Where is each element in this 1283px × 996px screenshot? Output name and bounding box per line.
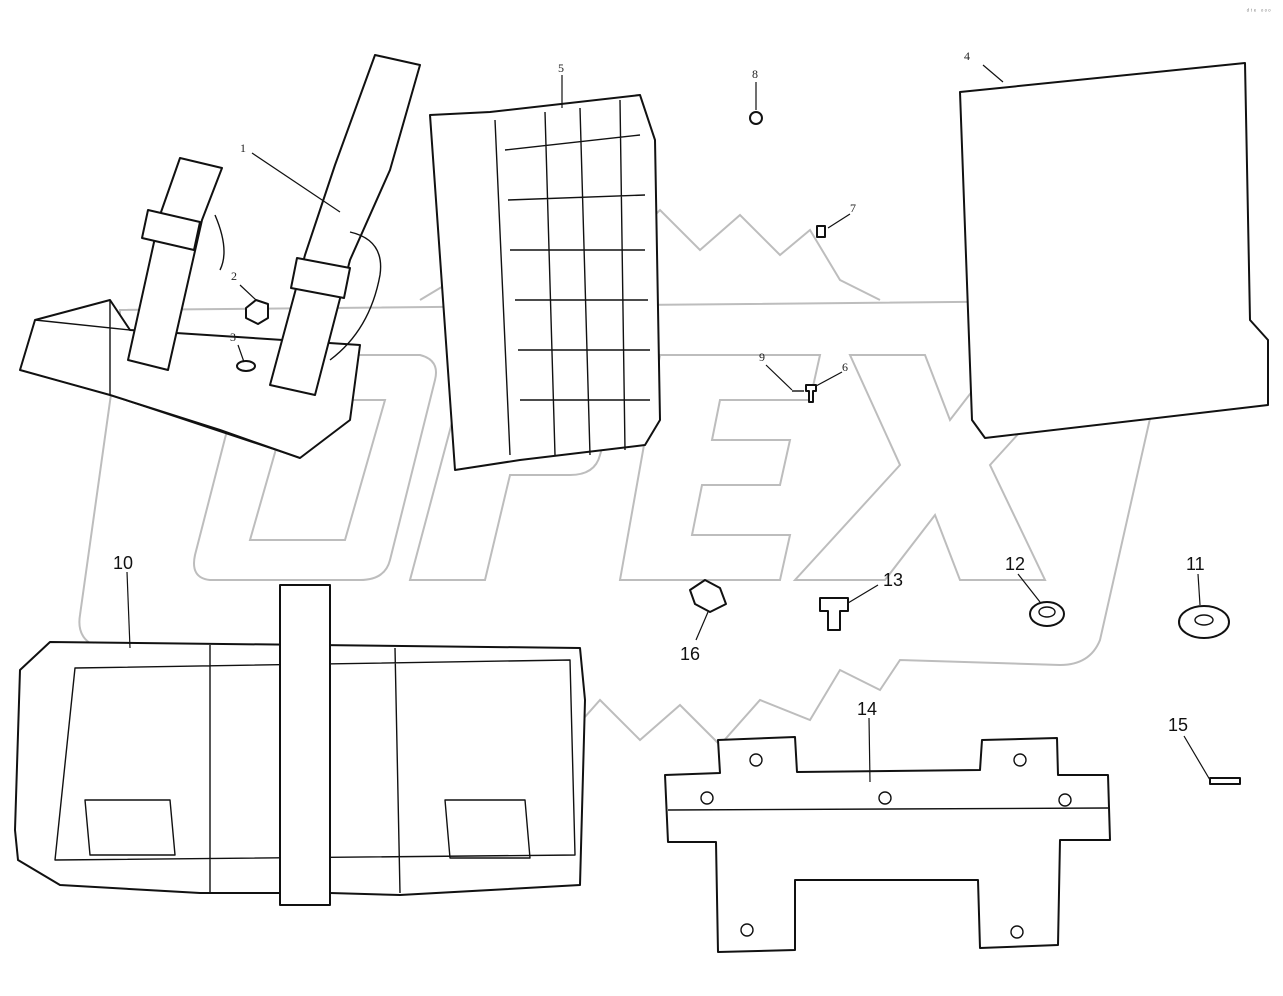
bracket-hole-6 bbox=[740, 923, 754, 937]
callout-10: 10 bbox=[113, 553, 133, 573]
leader-1 bbox=[251, 152, 341, 213]
callout-14: 14 bbox=[857, 699, 877, 719]
callouts: 1 2 3 4 5 6 7 8 9 10 11 12 13 14 15 16 bbox=[113, 49, 1205, 735]
watermark-letter-x bbox=[792, 354, 1093, 581]
grille-panel bbox=[429, 94, 661, 471]
flat-washer-part bbox=[1178, 605, 1230, 639]
callout-2: 2 bbox=[231, 269, 237, 283]
callout-8: 8 bbox=[752, 67, 758, 81]
leader-13 bbox=[847, 584, 879, 604]
bolt-part bbox=[819, 597, 849, 631]
tank-cover-inner bbox=[54, 645, 576, 894]
leader-lines bbox=[126, 64, 1211, 783]
bracket-hole-2 bbox=[1013, 753, 1027, 767]
callout-16: 16 bbox=[680, 644, 700, 664]
tank-cover bbox=[14, 584, 586, 906]
rod-part bbox=[1209, 777, 1241, 785]
small-bolt-shape bbox=[805, 384, 817, 403]
right-buckle bbox=[290, 257, 351, 299]
callout-13: 13 bbox=[883, 570, 903, 590]
spacer-ring-inner bbox=[1038, 606, 1056, 618]
grille-inner bbox=[494, 99, 650, 456]
callout-7: 7 bbox=[850, 201, 856, 215]
clip-nut-shape bbox=[689, 579, 727, 613]
callout-1: 1 bbox=[240, 141, 246, 155]
leader-15 bbox=[1183, 735, 1211, 781]
bracket-base-edge bbox=[19, 300, 301, 459]
bracket-hole-3 bbox=[700, 791, 714, 805]
bracket-hole-1 bbox=[749, 753, 763, 767]
bracket-hole-5 bbox=[1058, 793, 1072, 807]
leader-11 bbox=[1197, 573, 1201, 606]
right-strap bbox=[269, 54, 421, 396]
washer-part bbox=[236, 360, 256, 372]
plug-shape bbox=[816, 225, 826, 238]
flat-washer-inner bbox=[1194, 614, 1214, 626]
small-fasteners bbox=[749, 111, 826, 403]
bracket-hole-4 bbox=[878, 791, 892, 805]
left-buckle bbox=[141, 209, 201, 251]
callout-15: 15 bbox=[1168, 715, 1188, 735]
mounting-bracket-shape bbox=[664, 736, 1111, 953]
leader-9 bbox=[765, 364, 793, 391]
callout-5: 5 bbox=[558, 61, 564, 75]
callout-11: 11 bbox=[1186, 554, 1205, 574]
grille-frame bbox=[429, 94, 661, 471]
bracket-hole-7 bbox=[1010, 925, 1024, 939]
strap-loop bbox=[214, 214, 382, 361]
tank-pocket-left bbox=[84, 799, 176, 856]
leader-2 bbox=[239, 284, 257, 301]
flat-washer-outer bbox=[1178, 605, 1230, 639]
bolt-shape bbox=[819, 597, 849, 631]
small-nut-shape bbox=[749, 111, 763, 125]
tank-pocket-right bbox=[444, 799, 531, 859]
mounting-bracket-fold bbox=[667, 807, 1109, 811]
corner-mark: ᵈᵗᵉ ᵒᵒᵒ bbox=[1246, 8, 1271, 15]
callout-4: 4 bbox=[964, 49, 970, 63]
rod-shape bbox=[1209, 777, 1241, 785]
clip-nut-part bbox=[689, 579, 727, 613]
callout-12: 12 bbox=[1005, 554, 1025, 574]
spacer-ring-part bbox=[1029, 601, 1065, 627]
flat-cover-shape bbox=[959, 62, 1269, 439]
leader-3 bbox=[237, 344, 245, 363]
leader-14 bbox=[868, 717, 871, 783]
washer-shape bbox=[236, 360, 256, 372]
flat-cover bbox=[959, 62, 1269, 439]
callout-3: 3 bbox=[230, 330, 236, 344]
mounting-bracket bbox=[664, 736, 1111, 953]
nut-part bbox=[245, 299, 269, 325]
leader-6 bbox=[815, 371, 843, 387]
spacer-ring-outer bbox=[1029, 601, 1065, 627]
leader-16 bbox=[695, 611, 709, 641]
tank-cover-band bbox=[279, 584, 331, 906]
callout-9: 9 bbox=[759, 350, 765, 364]
leader-12 bbox=[1017, 573, 1041, 603]
callout-6: 6 bbox=[842, 360, 848, 374]
strap-holder-bracket bbox=[19, 54, 421, 459]
leader-10 bbox=[126, 571, 131, 649]
leader-4 bbox=[982, 64, 1004, 83]
nut-shape bbox=[245, 299, 269, 325]
leader-7 bbox=[827, 213, 851, 229]
